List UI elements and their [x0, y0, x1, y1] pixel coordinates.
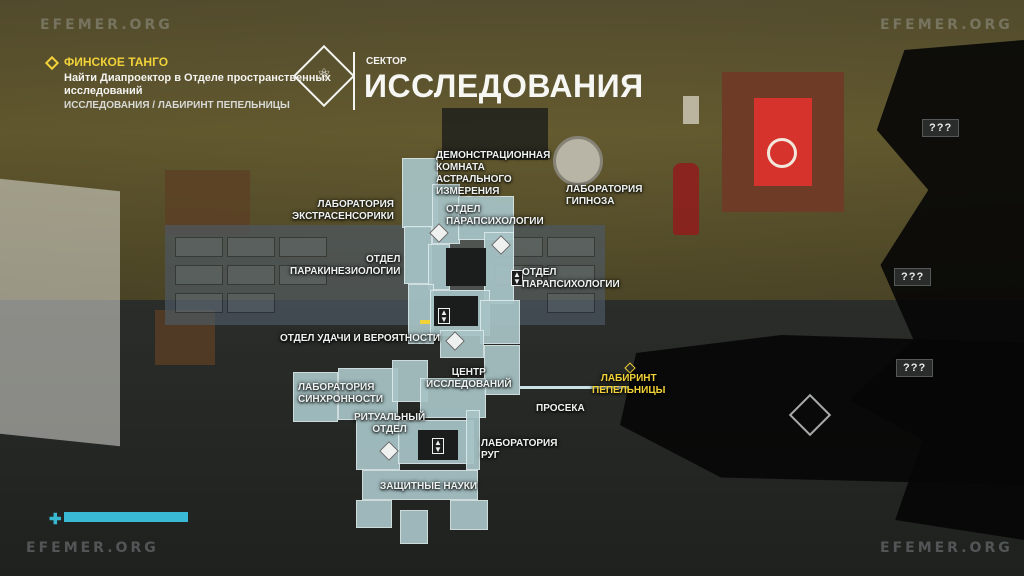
objective-location: ИССЛЕДОВАНИЯ / ЛАБИРИНТ ПЕПЕЛЬНИЦЫ [64, 100, 290, 111]
objective-title: ФИНСКОЕ ТАНГО [64, 55, 169, 69]
background-poster [722, 72, 844, 212]
elevator-icon[interactable]: ▲▼ [438, 308, 450, 324]
unknown-marker[interactable]: ??? [922, 119, 960, 137]
watermark: EFEMER.ORG [880, 540, 1013, 556]
watermark: EFEMER.ORG [26, 540, 159, 556]
map-label-clearing: ПРОСЕКА [536, 403, 585, 414]
health-plus-icon: ✚ [49, 511, 62, 528]
sector-label: СЕКТОР [366, 56, 407, 67]
background-box [165, 170, 250, 235]
sector-divider [353, 52, 355, 110]
map-label-protective-sciences: ЗАЩИТНЫЕ НАУКИ [380, 481, 478, 492]
objective-description: Найти Диапроектор в Отделе пространствен… [64, 72, 331, 97]
elevator-icon[interactable]: ▲▼ [511, 270, 523, 286]
background-film-reel [553, 136, 603, 186]
background-whiteboard [0, 178, 120, 447]
atom-icon: ⚛ [316, 67, 332, 84]
watermark: EFEMER.ORG [40, 17, 173, 33]
background-sign [683, 96, 699, 124]
unknown-marker[interactable]: ??? [896, 359, 934, 377]
health-bar [64, 512, 188, 522]
watermark: EFEMER.ORG [880, 17, 1013, 33]
elevator-icon[interactable]: ▲▼ [432, 438, 444, 454]
map-label-luck: ОТДЕЛ УДАЧИ И ВЕРОЯТНОСТИ [280, 333, 441, 344]
health-bar-fill [64, 512, 188, 522]
background-extinguisher [673, 163, 699, 235]
sector-name: ИССЛЕДОВАНИЯ [364, 68, 644, 104]
unknown-marker[interactable]: ??? [894, 268, 932, 286]
